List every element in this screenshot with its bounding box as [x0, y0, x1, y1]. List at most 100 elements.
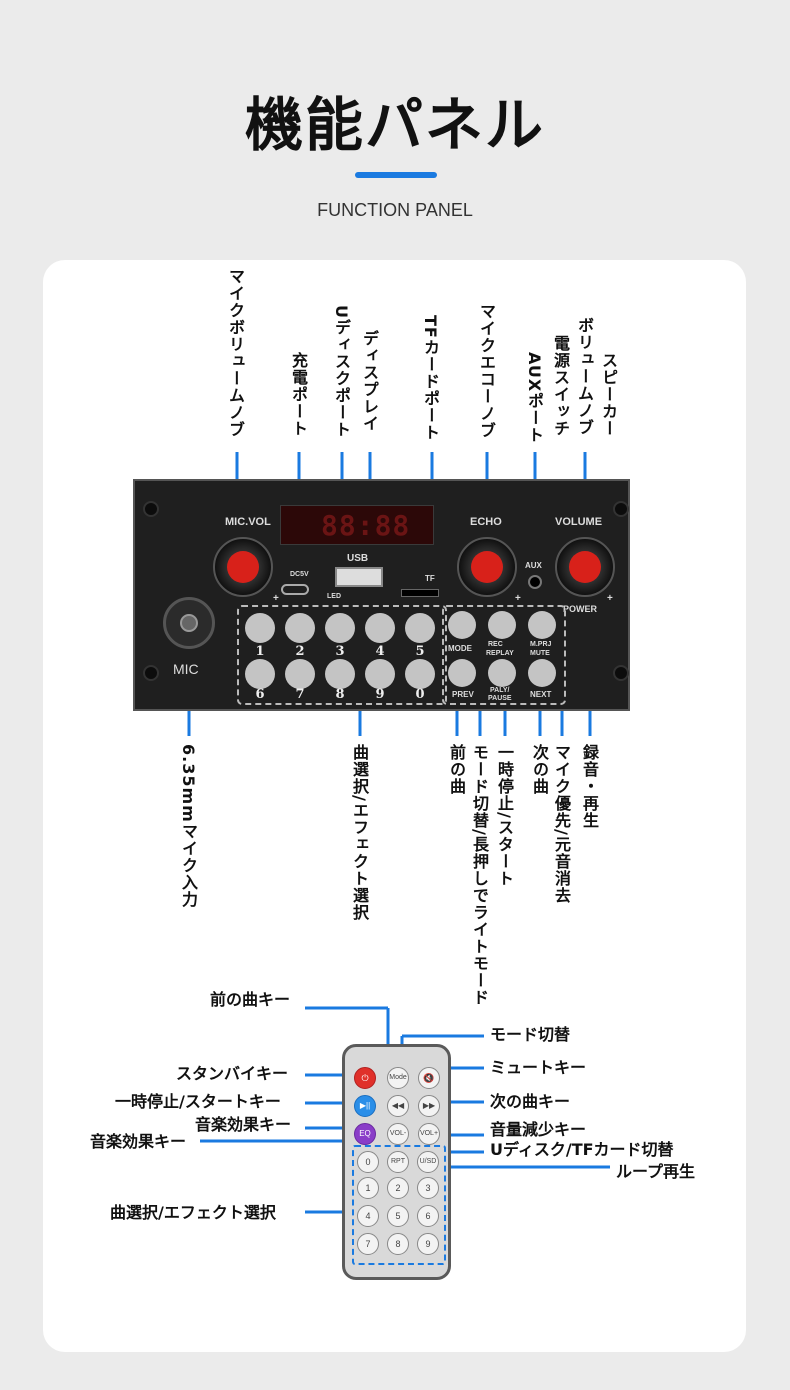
digit-button[interactable]: 4: [357, 1205, 379, 1227]
mode-button[interactable]: [448, 611, 476, 639]
mic-volume-knob[interactable]: [213, 537, 273, 597]
mprj-mute-button[interactable]: [528, 611, 556, 639]
label-track-select: 曲選択/エフェクト選択: [350, 744, 369, 921]
eq-button[interactable]: EQ: [354, 1123, 376, 1145]
label-pause-start-key: 一時停止/スタートキー: [115, 1092, 281, 1111]
screw-icon: [143, 665, 159, 681]
num-label: 7: [295, 687, 305, 702]
plus-sign: +: [273, 593, 279, 604]
aux-label: AUX: [525, 561, 542, 570]
label-charging-port: 充電ポート: [289, 352, 308, 437]
replay-label: REPLAY: [486, 650, 514, 657]
remote-control: ⏻ Mode 🔇 ▶|| ◀◀ ▶▶ EQ VOL- VOL+ 0 RPT U/…: [342, 1044, 451, 1280]
label-tf-card-port: TFカードポート: [421, 315, 440, 441]
num-label: 0: [415, 687, 425, 702]
prev-track-button[interactable]: ◀◀: [387, 1095, 409, 1117]
digit-button[interactable]: 7: [357, 1233, 379, 1255]
label-mode-switch-key: モード切替: [490, 1025, 571, 1044]
digit-button[interactable]: 6: [417, 1205, 439, 1227]
digit-button[interactable]: 8: [387, 1233, 409, 1255]
rec-replay-button[interactable]: [488, 611, 516, 639]
digit-button[interactable]: 3: [417, 1177, 439, 1199]
knob-cap: [227, 551, 259, 583]
mic-jack[interactable]: [163, 597, 215, 649]
play-pause-button[interactable]: [488, 659, 516, 687]
num-label: 3: [335, 644, 345, 659]
tf-label: TF: [425, 574, 435, 583]
screw-icon: [613, 665, 629, 681]
num-button-0[interactable]: [405, 659, 435, 689]
prev-label: PREV: [452, 690, 474, 699]
knob-cap: [569, 551, 601, 583]
digit-button[interactable]: 1: [357, 1177, 379, 1199]
led-display: 88:88: [280, 505, 434, 545]
digit-button[interactable]: 9: [417, 1233, 439, 1255]
tf-card-slot[interactable]: [401, 589, 439, 597]
mic-vol-label: MIC.VOL: [225, 516, 271, 528]
usb-port[interactable]: [335, 567, 383, 587]
power-label: POWER: [563, 604, 598, 614]
power-button[interactable]: ⏻: [354, 1067, 376, 1089]
mic-echo-knob[interactable]: [457, 537, 517, 597]
num-button-3[interactable]: [325, 613, 355, 643]
usb-c-charging-port[interactable]: [281, 584, 309, 595]
label-prev-song-key: 前の曲キー: [210, 990, 291, 1009]
label-speaker: スピーカー: [599, 352, 618, 437]
zero-button[interactable]: 0: [357, 1151, 379, 1173]
num-label: 6: [255, 687, 265, 702]
pause-label: PAUSE: [488, 695, 512, 702]
num-button-7[interactable]: [285, 659, 315, 689]
num-label: 5: [415, 644, 425, 659]
num-button-6[interactable]: [245, 659, 275, 689]
mute-label: MUTE: [530, 650, 550, 657]
num-label: 4: [375, 644, 385, 659]
label-pause-start: 一時停止/スタート: [495, 744, 514, 887]
label-mic-input: 6.35mmマイク入力: [179, 744, 198, 908]
mute-button[interactable]: 🔇: [418, 1067, 440, 1089]
plus-sign: +: [515, 593, 521, 604]
label-next-track: 次の曲: [530, 744, 549, 795]
screw-icon: [143, 501, 159, 517]
play-label: PALY/: [490, 687, 510, 694]
num-button-4[interactable]: [365, 613, 395, 643]
knob-cap: [471, 551, 503, 583]
rec-label: REC: [488, 641, 503, 648]
label-mode-switch: モード切替/長押しでライトモード: [470, 744, 489, 1006]
label-mic-priority: マイク優先/元音消去: [552, 744, 571, 904]
usd-button[interactable]: U/SD: [417, 1151, 439, 1173]
vol-minus-button[interactable]: VOL-: [387, 1123, 409, 1145]
mic-jack-hole: [180, 614, 198, 632]
num-button-2[interactable]: [285, 613, 315, 643]
remote-number-pad: [352, 1145, 446, 1265]
aux-port[interactable]: [528, 575, 542, 589]
rpt-button[interactable]: RPT: [387, 1151, 409, 1173]
plus-sign: +: [607, 593, 613, 604]
play-pause-button[interactable]: ▶||: [354, 1095, 376, 1117]
volume-label: VOLUME: [555, 516, 603, 528]
label-loop-play: ループ再生: [616, 1162, 696, 1181]
dc5v-label: DC5V: [290, 571, 309, 578]
num-button-1[interactable]: [245, 613, 275, 643]
digit-button[interactable]: 5: [387, 1205, 409, 1227]
function-button-pad: MODE REC REPLAY M.PRJ MUTE PREV PALY/ PA…: [442, 605, 566, 705]
label-udisk-port: Uディスクポート: [332, 305, 351, 438]
prev-button[interactable]: [448, 659, 476, 687]
label-volume-knob: ボリュームノブ: [575, 317, 594, 436]
label-prev-track: 前の曲: [447, 744, 466, 795]
label-standby-key: スタンバイキー: [176, 1064, 289, 1083]
usb-label: USB: [347, 553, 369, 564]
num-button-9[interactable]: [365, 659, 395, 689]
num-button-5[interactable]: [405, 613, 435, 643]
page-subtitle: FUNCTION PANEL: [317, 200, 473, 220]
num-label: 1: [255, 644, 265, 659]
volume-knob[interactable]: [555, 537, 615, 597]
mode-button[interactable]: Mode: [387, 1067, 409, 1089]
next-button[interactable]: [528, 659, 556, 687]
number-pad: 1 2 3 4 5 6 7 8 9 0: [237, 605, 447, 705]
next-track-button[interactable]: ▶▶: [418, 1095, 440, 1117]
digit-button[interactable]: 2: [387, 1177, 409, 1199]
num-button-8[interactable]: [325, 659, 355, 689]
vol-plus-button[interactable]: VOL+: [418, 1123, 440, 1145]
screw-icon: [613, 501, 629, 517]
title-underline: [355, 172, 437, 178]
